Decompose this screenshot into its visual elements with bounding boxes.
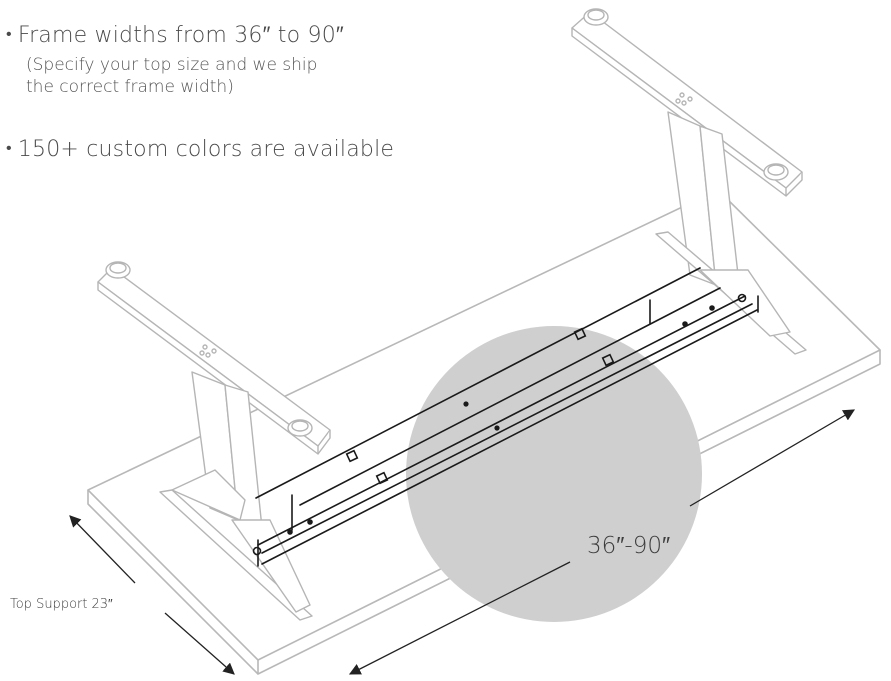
feature-list: • Frame widths from 36″ to 90″ (Specify y… [6, 20, 426, 164]
feature-text: Frame widths from 36″ to 90″ [17, 23, 344, 48]
feature-bullet-width: • Frame widths from 36″ to 90″ [6, 20, 426, 50]
feature-bullet-colors: • 150+ custom colors are available [6, 134, 426, 164]
width-range-label: 36″-90″ [587, 533, 671, 559]
bullet-icon: • [6, 138, 12, 157]
feature-subtext: the correct frame width) [26, 77, 234, 97]
top-support-text: Top Support [10, 597, 88, 612]
highlight-circle [406, 326, 702, 622]
bullet-icon: • [6, 24, 12, 43]
top-support-dimension-arrow [69, 515, 235, 675]
left-leg [97, 261, 331, 621]
feature-text: 150+ custom colors are available [17, 137, 395, 162]
width-dimension-arrow [348, 409, 856, 675]
right-leg [571, 8, 807, 355]
top-support-value: 23″ [91, 597, 113, 612]
feature-subtext: (Specify your top size and we ship [26, 55, 318, 75]
crossbar [252, 267, 759, 567]
